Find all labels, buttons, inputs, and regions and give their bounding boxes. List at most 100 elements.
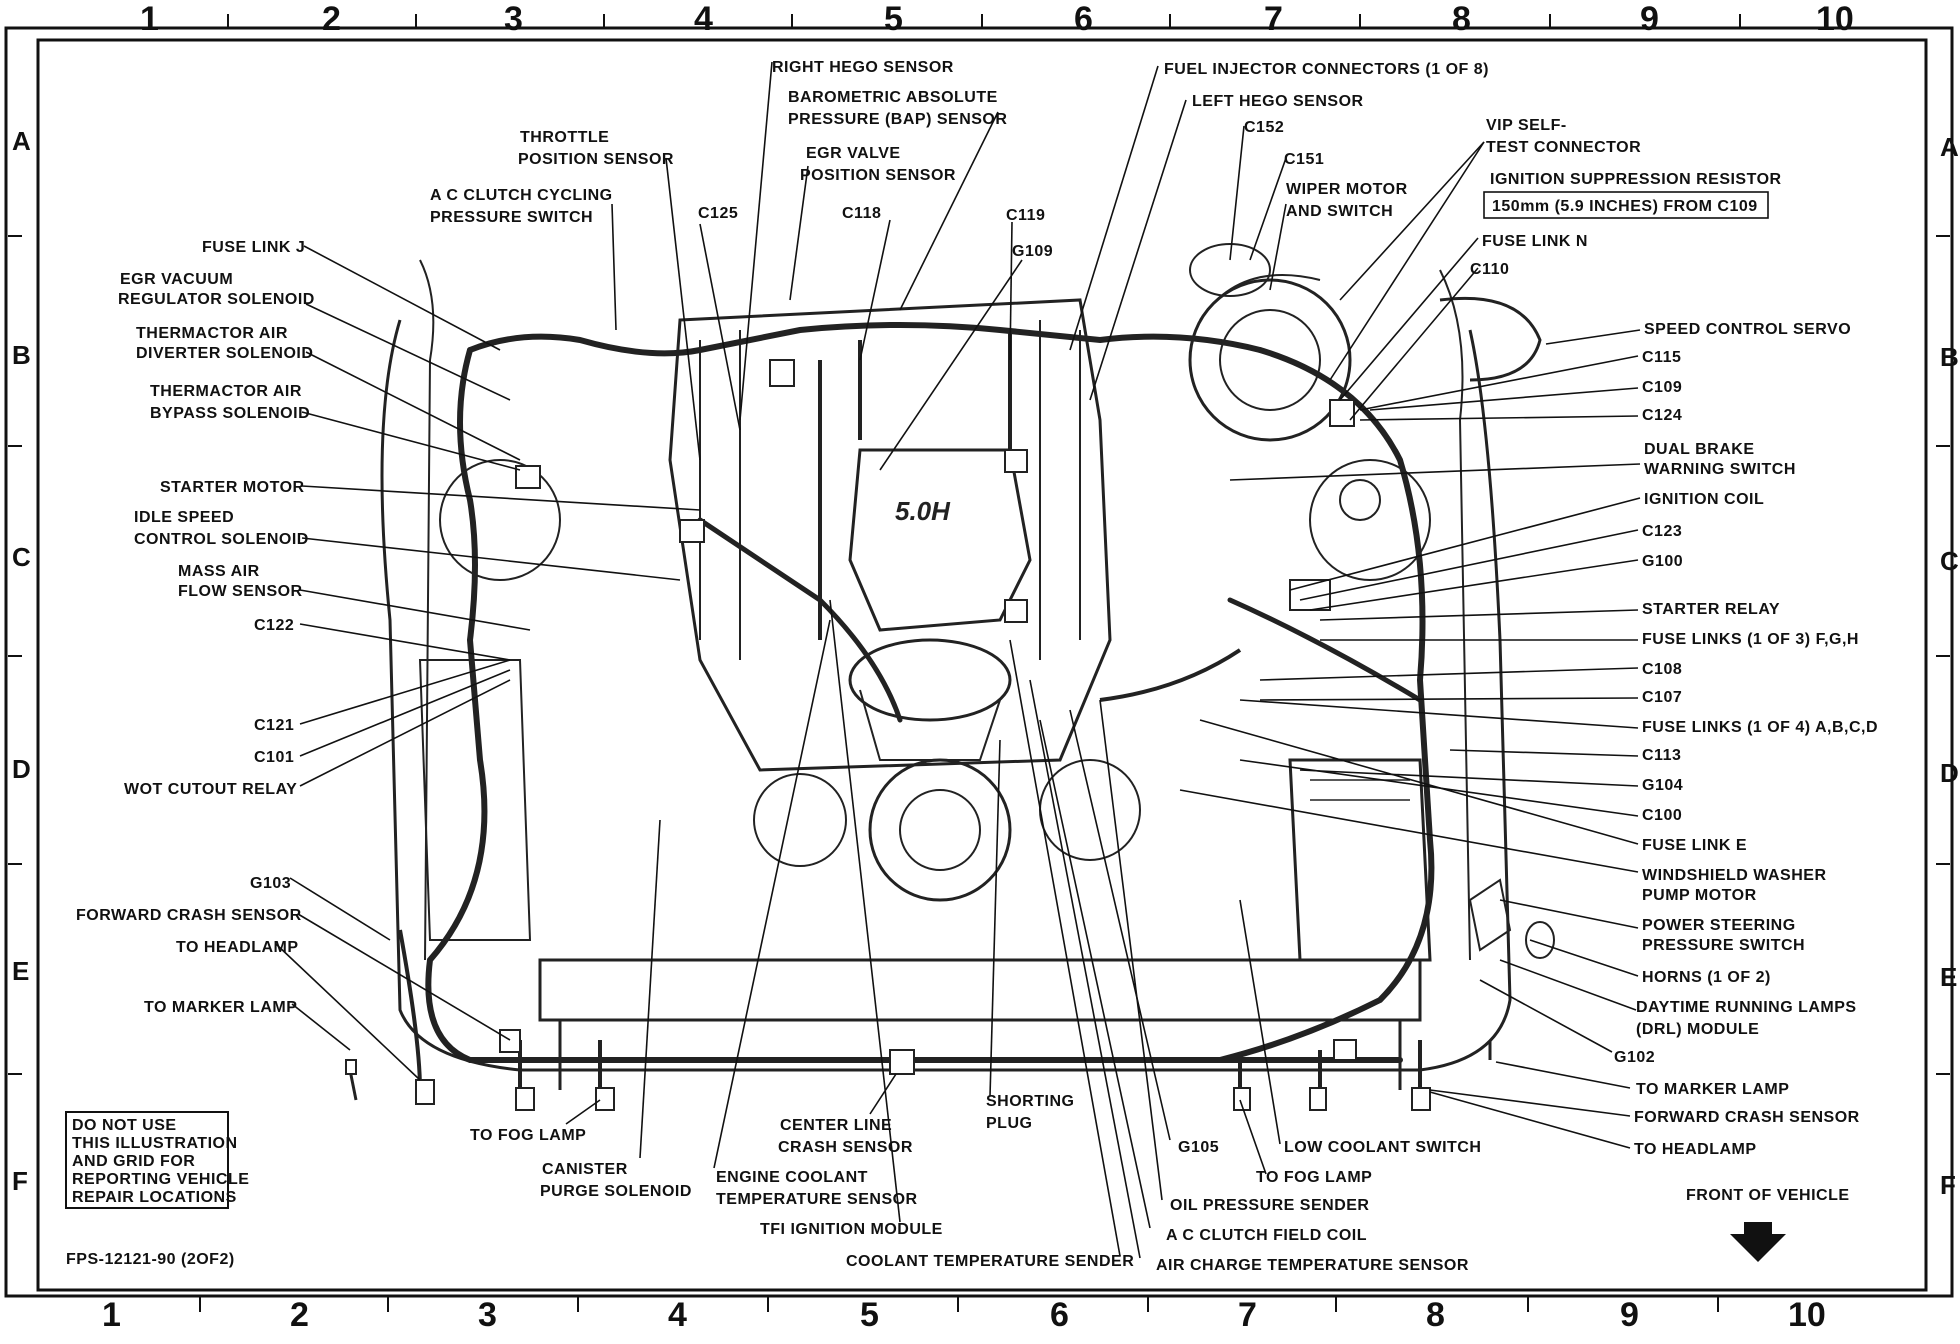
label-c124: C124	[1642, 407, 1682, 424]
label-drl-line2: (DRL) MODULE	[1636, 1021, 1759, 1038]
label-c122: C122	[254, 617, 294, 634]
grid-row-right-d: D	[1940, 758, 1959, 788]
label-egr-valve-line1: EGR VALVE	[806, 145, 901, 162]
labels-top-center: RIGHT HEGO SENSOR BAROMETRIC ABSOLUTE PR…	[430, 59, 1053, 260]
grid-row-left-e: E	[12, 956, 29, 986]
label-ect-line1: ENGINE COOLANT	[716, 1169, 868, 1186]
label-ignition-coil: IGNITION COIL	[1644, 491, 1764, 508]
label-horns: HORNS (1 OF 2)	[1642, 969, 1771, 986]
label-vip-connector-line1: VIP SELF-	[1486, 117, 1567, 134]
note-line-4: REPORTING VEHICLE	[72, 1171, 249, 1188]
label-idle-speed-line1: IDLE SPEED	[134, 509, 234, 526]
grid-row-right-c: C	[1940, 546, 1959, 576]
label-oil-pressure-sender: OIL PRESSURE SENDER	[1170, 1197, 1369, 1214]
label-center-crash-line2: CRASH SENSOR	[778, 1139, 913, 1156]
grid-row-left-b: B	[12, 340, 31, 370]
label-c100: C100	[1642, 807, 1682, 824]
grid-col-bottom-10: 10	[1788, 1296, 1826, 1334]
label-c113: C113	[1642, 747, 1681, 764]
labels-right: SPEED CONTROL SERVO C115 C109 C124 DUAL …	[1614, 321, 1878, 1158]
grid-row-left-d: D	[12, 754, 31, 784]
label-wiper-motor-line1: WIPER MOTOR	[1286, 181, 1408, 198]
label-g100: G100	[1642, 553, 1683, 570]
label-mass-air-line1: MASS AIR	[178, 563, 260, 580]
label-bap-sensor-line2: PRESSURE (BAP) SENSOR	[788, 111, 1007, 128]
engine-badge-text: 5.0H	[895, 496, 951, 526]
label-washer-pump-line2: PUMP MOTOR	[1642, 887, 1757, 904]
label-g105: G105	[1178, 1139, 1219, 1156]
label-c110: C110	[1470, 261, 1509, 278]
label-canister-line2: PURGE SOLENOID	[540, 1183, 692, 1200]
front-of-vehicle-label: FRONT OF VEHICLE	[1686, 1187, 1850, 1204]
outer-frame	[4, 26, 1954, 1298]
label-ignition-suppression-resistor: IGNITION SUPPRESSION RESISTOR	[1490, 171, 1782, 188]
grid-row-right-e: E	[1940, 962, 1957, 992]
label-coolant-temperature-sender: COOLANT TEMPERATURE SENDER	[846, 1253, 1134, 1270]
label-c118: C118	[842, 205, 881, 222]
label-mass-air-line2: FLOW SENSOR	[178, 583, 303, 600]
label-to-marker-lamp-left: TO MARKER LAMP	[144, 999, 297, 1016]
label-shorting-plug-line1: SHORTING	[986, 1093, 1074, 1110]
label-to-headlamp-left: TO HEADLAMP	[176, 939, 299, 956]
grid-col-bottom-4: 4	[668, 1296, 687, 1334]
grid-col-top-8: 8	[1452, 0, 1471, 38]
label-speed-control-servo: SPEED CONTROL SERVO	[1644, 321, 1851, 338]
grid-top: 1 2 3 4 5 6 7 8 9 10	[140, 0, 1854, 38]
label-bap-sensor-line1: BAROMETRIC ABSOLUTE	[788, 89, 998, 106]
note-line-3: AND GRID FOR	[72, 1153, 195, 1170]
label-drl-line1: DAYTIME RUNNING LAMPS	[1636, 999, 1857, 1016]
label-ac-cycling-line1: A C CLUTCH CYCLING	[430, 187, 613, 204]
label-to-headlamp-right: TO HEADLAMP	[1634, 1141, 1757, 1158]
label-c115: C115	[1642, 349, 1681, 366]
label-forward-crash-left: FORWARD CRASH SENSOR	[76, 907, 302, 924]
label-egr-vacuum-line1: EGR VACUUM	[120, 271, 233, 288]
label-throttle-position-line1: THROTTLE	[520, 129, 609, 146]
grid-col-top-9: 9	[1640, 0, 1659, 38]
label-forward-crash-right: FORWARD CRASH SENSOR	[1634, 1109, 1860, 1126]
grid-col-top-6: 6	[1074, 0, 1093, 38]
label-fuse-link-n: FUSE LINK N	[1482, 233, 1588, 250]
label-c107: C107	[1642, 689, 1682, 706]
label-egr-vacuum-line2: REGULATOR SOLENOID	[118, 291, 315, 308]
grid-col-bottom-2: 2	[290, 1296, 309, 1334]
labels-top-right: FUEL INJECTOR CONNECTORS (1 OF 8) LEFT H…	[1164, 61, 1782, 278]
label-throttle-position-line2: POSITION SENSOR	[518, 151, 674, 168]
grid-col-top-4: 4	[694, 0, 713, 38]
disclaimer-note: DO NOT USE THIS ILLUSTRATION AND GRID FO…	[65, 1111, 249, 1209]
grid-col-top-10: 10	[1816, 0, 1854, 38]
label-idle-speed-line2: CONTROL SOLENOID	[134, 531, 309, 548]
grid-row-right-f: F	[1940, 1170, 1956, 1200]
label-egr-valve-line2: POSITION SENSOR	[800, 167, 956, 184]
distance-box	[1483, 191, 1769, 219]
label-air-charge-temperature-sensor: AIR CHARGE TEMPERATURE SENSOR	[1156, 1257, 1469, 1274]
leader-lines	[275, 61, 1641, 1259]
label-dual-brake-line1: DUAL BRAKE	[1644, 441, 1754, 458]
label-thermactor-bypass-line2: BYPASS SOLENOID	[150, 405, 310, 422]
note-line-1: DO NOT USE	[72, 1117, 177, 1134]
label-ac-clutch-field-coil: A C CLUTCH FIELD COIL	[1166, 1227, 1367, 1244]
grid-col-top-5: 5	[884, 0, 903, 38]
label-c123: C123	[1642, 523, 1682, 540]
grid-col-bottom-3: 3	[478, 1296, 497, 1334]
label-thermactor-bypass-line1: THERMACTOR AIR	[150, 383, 302, 400]
grid-row-left-a: A	[12, 126, 31, 156]
label-vip-connector-line2: TEST CONNECTOR	[1486, 139, 1641, 156]
grid-col-bottom-1: 1	[102, 1296, 121, 1334]
grid-col-top-2: 2	[322, 0, 341, 38]
label-wot-cutout-relay: WOT CUTOUT RELAY	[124, 781, 297, 798]
label-c108: C108	[1642, 661, 1682, 678]
grid-col-top-7: 7	[1264, 0, 1283, 38]
grid-col-bottom-7: 7	[1238, 1296, 1257, 1334]
label-thermactor-diverter-line2: DIVERTER SOLENOID	[136, 345, 313, 362]
label-fuse-link-e: FUSE LINK E	[1642, 837, 1747, 854]
label-c109: C109	[1642, 379, 1682, 396]
grid-col-top-1: 1	[140, 0, 159, 38]
label-to-fog-lamp-left: TO FOG LAMP	[470, 1127, 586, 1144]
label-wiper-motor-line2: AND SWITCH	[1286, 203, 1393, 220]
label-g103: G103	[250, 875, 291, 892]
label-shorting-plug-line2: PLUG	[986, 1115, 1032, 1132]
grid-col-top-3: 3	[504, 0, 523, 38]
labels-bottom: TO FOG LAMP CANISTER PURGE SOLENOID ENGI…	[470, 1093, 1481, 1274]
label-fuse-links-fgh: FUSE LINKS (1 OF 3) F,G,H	[1642, 631, 1859, 648]
